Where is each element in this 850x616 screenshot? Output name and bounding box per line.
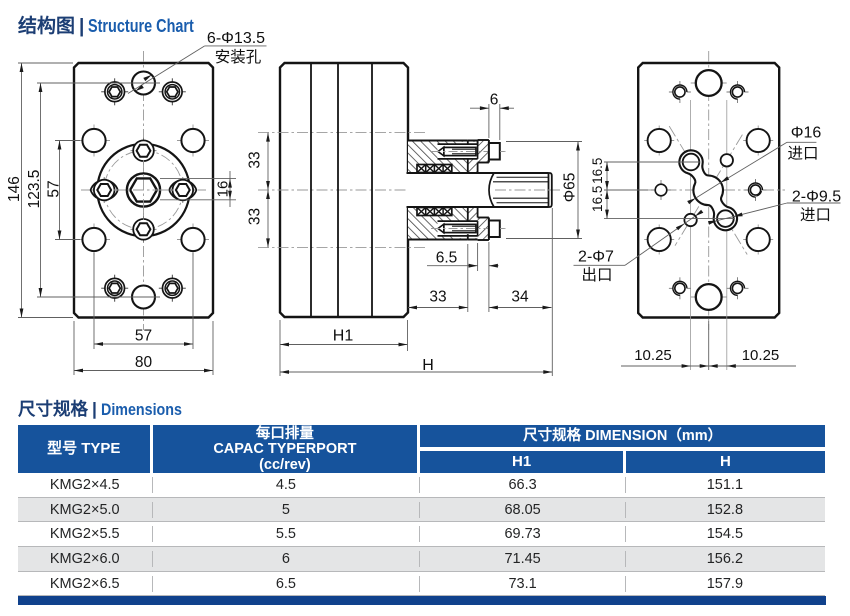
svg-text:2-Φ9.5: 2-Φ9.5 [792,189,841,206]
svg-text:6-Φ13.5: 6-Φ13.5 [207,30,265,47]
svg-text:123.5: 123.5 [26,170,43,209]
svg-text:H1: H1 [333,328,354,345]
svg-text:出口: 出口 [581,266,612,284]
svg-text:80: 80 [135,354,153,371]
svg-text:Φ65: Φ65 [562,173,579,203]
svg-text:进口: 进口 [800,206,831,224]
svg-text:57: 57 [46,180,63,197]
svg-text:16.5: 16.5 [590,186,605,212]
svg-text:2-Φ7: 2-Φ7 [578,249,614,266]
svg-text:57: 57 [135,328,152,345]
svg-text:安装孔: 安装孔 [215,48,262,66]
svg-text:16.5: 16.5 [590,158,605,184]
svg-text:6: 6 [490,92,499,109]
svg-text:33: 33 [247,208,264,225]
svg-text:16: 16 [215,181,232,198]
svg-text:10.25: 10.25 [634,347,672,364]
svg-text:H: H [422,357,434,374]
svg-text:33: 33 [429,289,446,306]
svg-text:6.5: 6.5 [436,250,458,267]
svg-text:33: 33 [247,151,264,168]
svg-text:146: 146 [6,176,23,202]
svg-text:进口: 进口 [787,145,818,163]
svg-text:Φ16: Φ16 [791,125,822,142]
svg-text:10.25: 10.25 [742,347,780,364]
svg-text:34: 34 [511,289,529,306]
